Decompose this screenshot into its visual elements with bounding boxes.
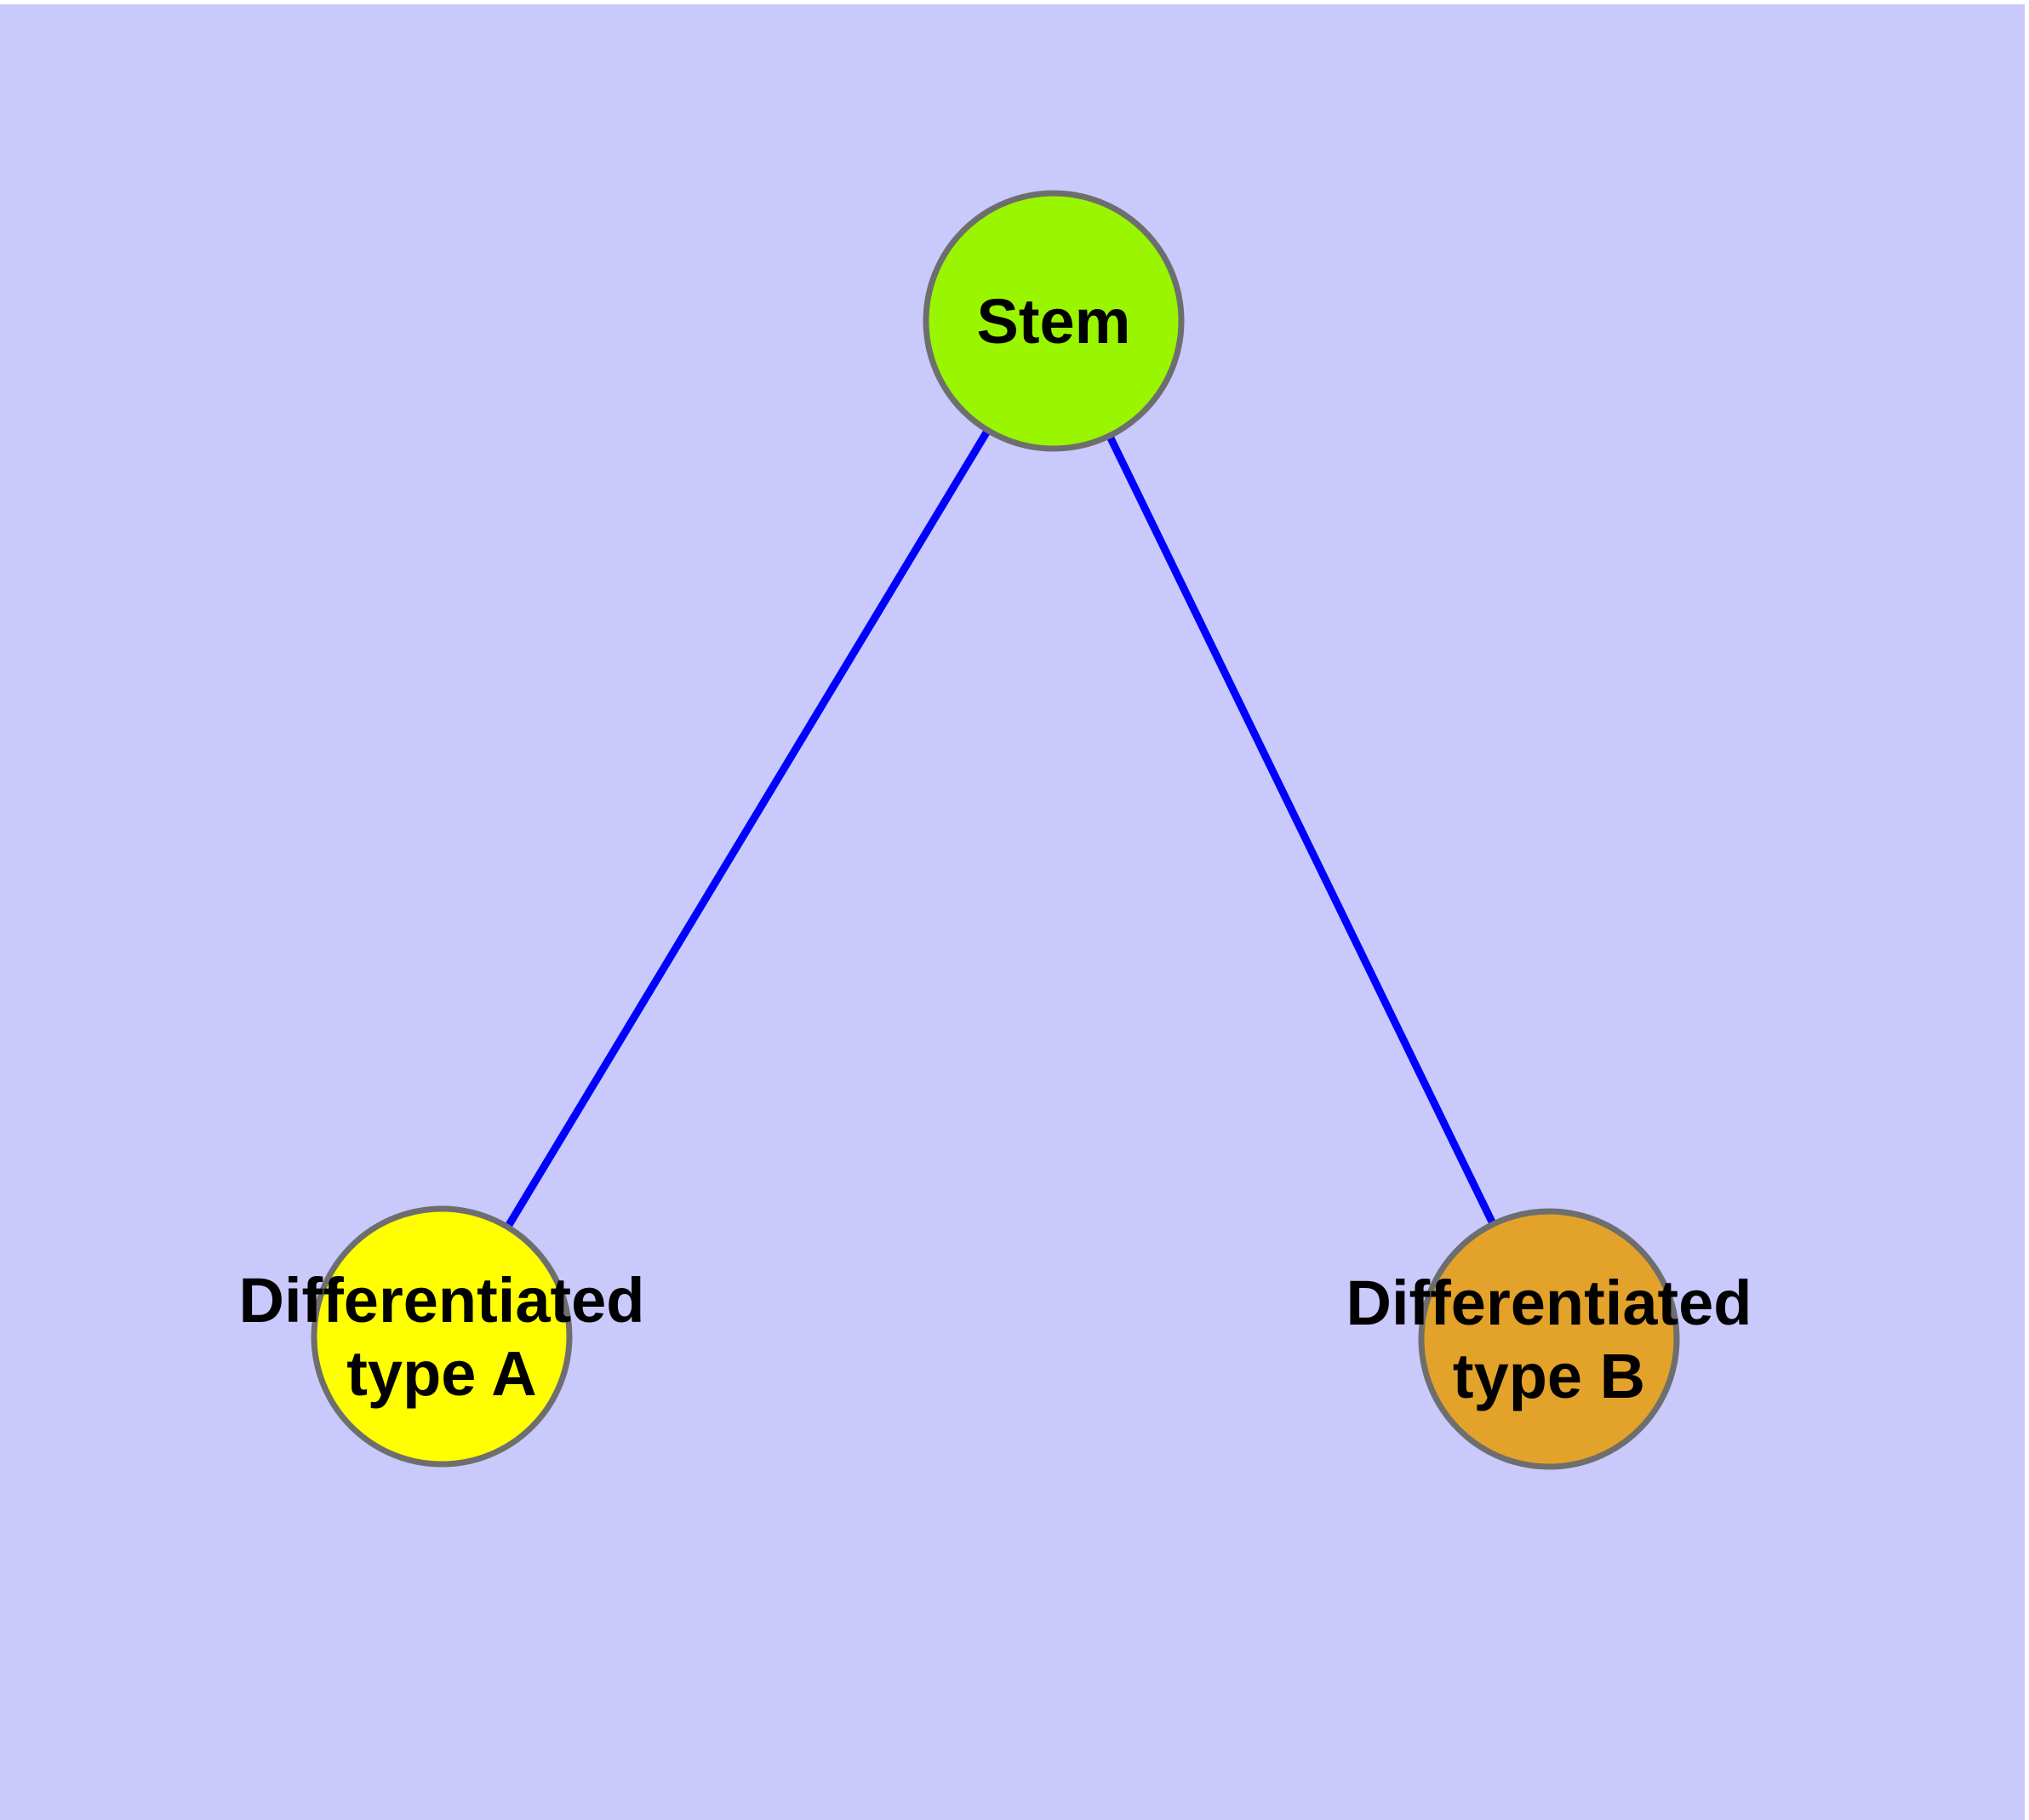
- graph-svg: Stem Differentiated type A Differentiate…: [239, 190, 1752, 1470]
- node-differentiated-type-b-label-line-2: type B: [1453, 1341, 1645, 1411]
- node-stem-label: Stem: [977, 286, 1131, 357]
- diagram-canvas: Stem Differentiated type A Differentiate…: [0, 4, 2025, 1820]
- edge-stem-to-differentiated-type-b[interactable]: [1105, 432, 1498, 1228]
- node-differentiated-type-a[interactable]: [311, 1205, 573, 1468]
- node-differentiated-type-a-label-line-2: type A: [346, 1338, 536, 1409]
- node-layer: [311, 190, 1680, 1470]
- node-differentiated-type-b-label-line-1: Differentiated: [1346, 1268, 1752, 1338]
- label-layer: Stem Differentiated type A Differentiate…: [239, 286, 1752, 1411]
- node-differentiated-type-b[interactable]: [1418, 1208, 1680, 1470]
- edge-stem-to-differentiated-type-a[interactable]: [503, 426, 992, 1231]
- node-differentiated-type-a-label-line-1: Differentiated: [239, 1265, 645, 1336]
- node-differentiated-type-a-circle[interactable]: [311, 1205, 573, 1468]
- node-differentiated-type-b-circle[interactable]: [1418, 1208, 1680, 1470]
- node-stem[interactable]: [923, 190, 1185, 452]
- edge-layer: [503, 426, 1498, 1231]
- node-stem-circle[interactable]: [923, 190, 1185, 452]
